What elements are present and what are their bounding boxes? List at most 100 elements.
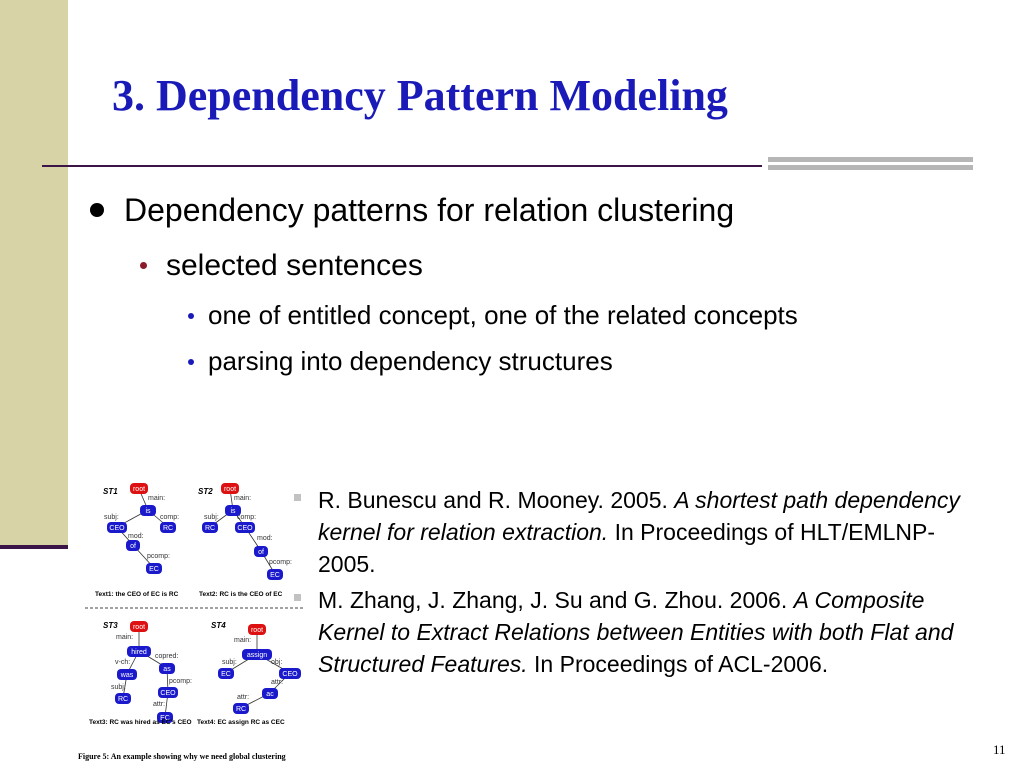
tree-node [242,649,272,660]
slide-title: 3. Dependency Pattern Modeling [112,71,728,120]
bullet-level3-text: one of entitled concept, one of the rela… [208,300,798,330]
tree-st4: ST4 main: subj: obj: attr: attr: root as… [211,621,301,714]
bullet-dot-icon [140,262,147,269]
reference-venue: In Proceedings of HLT/EMLNP-2005. [318,519,936,577]
tree-node-label: RC [236,706,246,713]
tree-node-label: of [130,543,136,550]
tree-node [279,668,301,679]
tree-node [202,522,218,533]
tree-st3-label: ST3 [103,621,118,630]
tree-node-label: as [163,666,171,673]
edge-label: attr: [153,701,165,708]
tree-node [262,688,278,699]
left-band-divider [0,545,68,549]
tree-node [225,505,241,516]
tree-sentence: Text1: the CEO of EC is RC [95,591,179,598]
tree-node-label: is [145,508,151,515]
bullet-level2: selected sentences [140,249,423,283]
dependency-tree-figure: ST1 main: subj: comp: mod: pcomp: root i… [85,476,305,726]
edge-label: obj: [271,659,282,666]
bullet-level3-text: parsing into dependency structures [208,346,613,376]
tree-node-label: root [133,486,145,493]
edge-label: pcomp: [169,678,192,685]
left-sidebar-band [0,0,68,545]
reference-venue: In Proceedings of ACL-2006. [527,651,829,677]
tree-node-label: root [251,627,263,634]
tree-node [235,522,255,533]
reference-item: R. Bunescu and R. Mooney. 2005. A shorte… [294,484,974,580]
tree-node-label: CEO [109,525,125,532]
tree-node [233,703,249,714]
tree-node [115,693,131,704]
tree-node [221,483,239,494]
tree-node [140,505,156,516]
bullet-level3-item: parsing into dependency structures [188,346,613,377]
tree-node-label: root [133,624,145,631]
tree-sentence: Text4: EC assign RC as CEC [197,719,285,726]
edge-label: main: [234,495,251,502]
edge-label: subj: [104,514,119,521]
bullet-level3-item: one of entitled concept, one of the rela… [188,300,798,331]
tree-node-label: CEO [160,690,176,697]
edge-label: subj: [111,684,126,691]
reference-item: M. Zhang, J. Zhang, J. Su and G. Zhou. 2… [294,584,974,680]
page-number: 11 [993,742,1006,757]
tree-node-label: was [120,672,134,679]
figure-caption: Figure 5: An example showing why we need… [78,752,286,761]
title-rule-accent [768,157,973,179]
edge-label: v-ch: [115,659,130,666]
tree-node-label: ac [266,691,274,698]
tree-node-label: RC [163,525,173,532]
title-rule [42,165,762,167]
bullet-dot-icon [90,203,104,217]
tree-node [267,569,283,580]
tree-node [159,663,175,674]
reference-authors: M. Zhang, J. Zhang, J. Su and G. Zhou. 2… [318,587,794,613]
tree-node [146,563,162,574]
bullet-level1: Dependency patterns for relation cluster… [90,192,734,229]
reference-list: R. Bunescu and R. Mooney. 2005. A shorte… [294,484,974,684]
edge-label: attr: [271,679,283,686]
tree-node-label: CEO [282,671,298,678]
tree-node [117,669,137,680]
tree-node-label: RC [205,525,215,532]
bullet-level2-text: selected sentences [166,249,423,282]
tree-st4-label: ST4 [211,621,226,630]
tree-node [160,522,176,533]
tree-node-label: assign [247,652,267,659]
bullet-level1-text: Dependency patterns for relation cluster… [124,192,735,228]
tree-node [127,646,151,657]
tree-node [130,621,148,632]
bullet-dot-icon [188,313,194,319]
edge-label: copred: [155,653,178,660]
edge-label: mod: [257,535,273,542]
bullet-dot-icon [188,359,194,365]
tree-node-label: EC [221,671,231,678]
tree-node [158,687,178,698]
edge-label: comp: [160,514,179,521]
edge-label: main: [148,495,165,502]
tree-node [254,546,268,557]
tree-node [107,522,127,533]
tree-node-label: CEO [237,525,253,532]
edge-label: mod: [128,533,144,540]
reference-authors: R. Bunescu and R. Mooney. 2005. [318,487,675,513]
dependency-trees-svg: ST1 main: subj: comp: mod: pcomp: root i… [85,483,305,726]
edge-label: main: [116,634,133,641]
tree-node-label: is [230,508,236,515]
tree-node-label: hired [131,649,147,656]
edge-label: pcomp: [147,553,170,560]
tree-node [130,483,148,494]
tree-node [126,540,140,551]
tree-sentence: Text3: RC was hired as EC's CEO [89,719,192,726]
tree-node-label: RC [118,696,128,703]
square-bullet-icon [294,494,301,501]
edge-label: subj: [222,659,237,666]
edge-label: pcomp: [269,559,292,566]
square-bullet-icon [294,594,301,601]
tree-st2: ST2 main: subj: comp: mod: pcomp: root i… [198,483,292,598]
tree-st2-label: ST2 [198,487,213,496]
tree-node-label: EC [270,572,280,579]
reference-title: A Composite Kernel to Extract Relations … [318,587,954,677]
tree-node [218,668,234,679]
